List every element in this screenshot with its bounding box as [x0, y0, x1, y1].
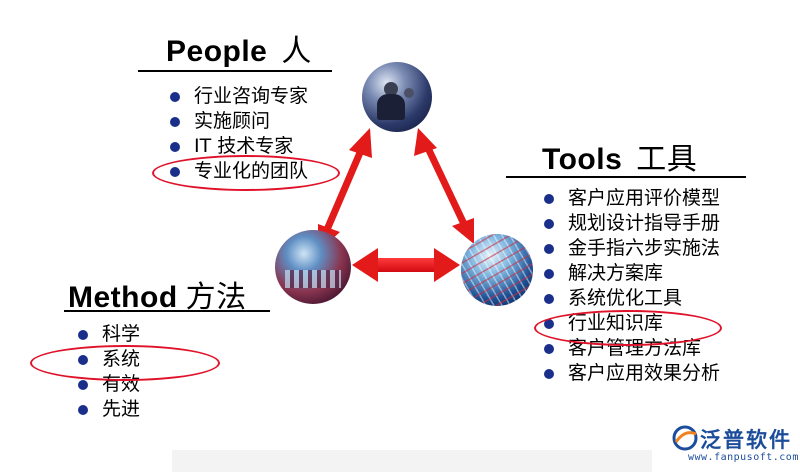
people-divider [138, 70, 332, 72]
people-sphere-image [362, 62, 432, 132]
tools-list: 客户应用评价模型 规划设计指导手册 金手指六步实施法 解决方案库 系统优化工具 … [542, 186, 720, 386]
method-sphere-image [275, 230, 351, 304]
arrow-people-tools [414, 128, 474, 244]
method-title: Method [68, 281, 178, 314]
tools-item: 金手指六步实施法 [542, 236, 720, 261]
tools-sphere-image [461, 234, 533, 306]
method-item: 科学 [76, 322, 140, 347]
tools-heading: Tools 工具 [542, 134, 697, 178]
logo-url: www.fanpusoft.com [688, 452, 799, 463]
logo-name: 泛普软件 [700, 428, 792, 452]
people-item: IT 技术专家 [168, 134, 308, 159]
tools-title-cn: 工具 [636, 142, 698, 177]
people-title: People [166, 35, 268, 68]
people-heading: People 人 [166, 26, 312, 70]
tools-item: 解决方案库 [542, 261, 720, 286]
bottom-strip [172, 450, 652, 472]
method-divider [64, 310, 270, 312]
tools-title: Tools [542, 143, 623, 176]
tools-divider [506, 176, 746, 178]
arrow-method-tools [352, 248, 460, 282]
tools-item: 系统优化工具 [542, 286, 720, 311]
people-highlight-ring [152, 155, 340, 191]
fanpu-logo-mark-icon [672, 425, 698, 451]
tools-item: 规划设计指导手册 [542, 211, 720, 236]
people-title-cn: 人 [281, 34, 312, 69]
fanpu-logo: 泛普软件 www.fanpusoft.com [672, 421, 799, 467]
tools-item: 客户应用评价模型 [542, 186, 720, 211]
tools-item: 客户应用效果分析 [542, 361, 720, 386]
method-title-cn: 方法 [185, 280, 247, 315]
people-item: 实施顾问 [168, 109, 308, 134]
method-highlight-ring [30, 345, 220, 381]
people-item: 行业咨询专家 [168, 84, 308, 109]
method-item: 先进 [76, 397, 140, 422]
tools-highlight-ring [534, 310, 722, 346]
